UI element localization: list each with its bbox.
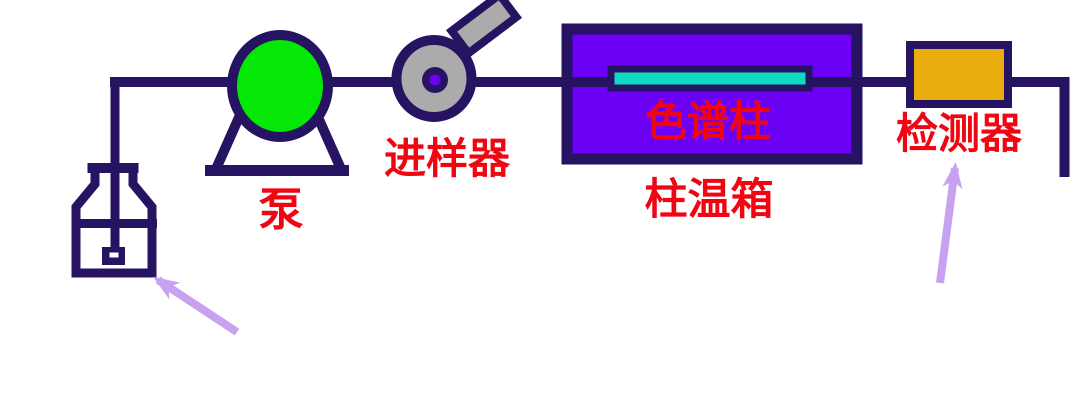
detector-box [906, 41, 1012, 108]
solvent-bottle-icon [71, 164, 157, 278]
column-icon [607, 65, 813, 92]
arrow-to-detector [936, 162, 963, 284]
injector-handle [446, 0, 522, 59]
pump-stand-right-leg [312, 112, 346, 172]
inlet-filter-slot [109, 252, 119, 258]
pump-label: 泵 [258, 185, 304, 235]
pump-stand-left-leg [211, 112, 245, 172]
injector-label: 进样器 [383, 137, 511, 183]
injector-hub-dot [429, 74, 441, 86]
column-label: 色谱柱 [644, 100, 772, 146]
column-oven-label: 柱温箱 [644, 177, 774, 224]
pump-icon [227, 30, 333, 142]
flow-line-outlet [1010, 77, 1070, 177]
column-oven-box [561, 23, 863, 165]
detector-label: 检测器 [895, 112, 1023, 158]
arrow-to-solvent-bottle [152, 276, 240, 336]
